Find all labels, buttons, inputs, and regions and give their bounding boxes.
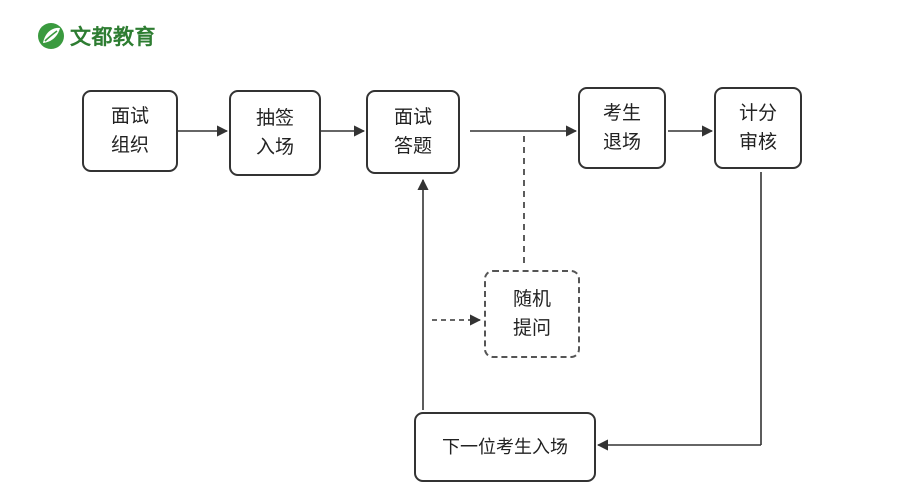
brand-name: 文都教育: [70, 25, 156, 49]
brand-logo: 文都教育: [36, 21, 156, 51]
node-label-line2: 答题: [393, 135, 432, 157]
node-label-line2: 退场: [602, 131, 641, 153]
node-next-candidate: 下一位考生入场: [414, 412, 596, 482]
node-label-line2: 组织: [110, 134, 149, 156]
node-label-line2: 提问: [512, 317, 551, 339]
node-label: 下一位考生入场: [442, 436, 568, 458]
node-label-line1: 计分: [738, 102, 777, 124]
node-label-line1: 面试: [393, 106, 432, 128]
node-label-line1: 随机: [512, 288, 551, 310]
node-label-line1: 抽签: [255, 107, 294, 129]
node-label-line1: 考生: [602, 102, 641, 124]
node-score-review: 计分 审核: [714, 87, 802, 169]
node-label-line2: 审核: [738, 131, 777, 153]
node-label-line1: 面试: [110, 105, 149, 127]
node-candidate-exit: 考生 退场: [578, 87, 666, 169]
node-draw-lots-enter: 抽签 入场: [229, 90, 321, 176]
leaf-logo-icon: [38, 23, 64, 49]
node-interview-organize: 面试 组织: [82, 90, 178, 172]
node-random-question: 随机 提问: [484, 270, 580, 358]
node-interview-answer: 面试 答题: [366, 90, 460, 174]
node-label-line2: 入场: [255, 136, 294, 158]
